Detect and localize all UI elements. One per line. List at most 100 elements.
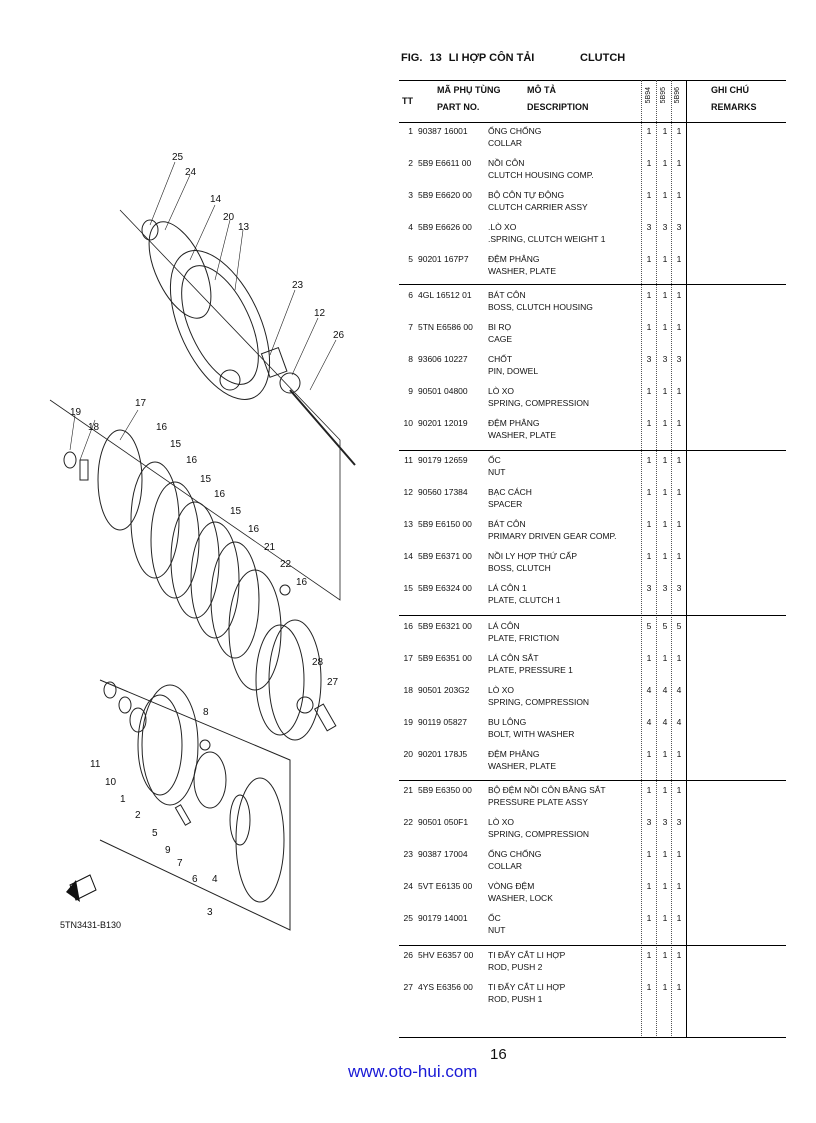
front-arrow-icon (66, 874, 97, 902)
part-number: 90179 12659 (418, 455, 468, 465)
part-number: 5B9 E6611 00 (418, 158, 472, 168)
header-model-3: 5B96 (674, 87, 681, 104)
part-number: 5TN E6586 00 (418, 322, 473, 332)
part-number: 5B9 E6324 00 (418, 583, 472, 593)
qty-model-1: 1 (646, 785, 652, 795)
description-vi: BẠC CÁCH (488, 487, 532, 497)
qty-model-3: 3 (676, 817, 682, 827)
callout-2: 2 (135, 810, 141, 821)
qty-model-3: 1 (676, 322, 682, 332)
qty-model-2: 1 (662, 386, 668, 396)
group-separator (399, 780, 786, 781)
description-vi: NỒI CÔN (488, 158, 525, 168)
description-vi: NỒI LY HỢP THỨ CẤP (488, 551, 578, 561)
header-tt: TT (402, 96, 413, 106)
qty-model-3: 1 (676, 487, 682, 497)
qty-model-2: 1 (662, 487, 668, 497)
qty-model-1: 3 (646, 817, 652, 827)
table-bottom-rule (399, 1037, 786, 1038)
item-number: 24 (403, 881, 413, 891)
exploded-parts-diagram: 25 24 14 20 13 23 12 26 17 19 18 16 15 1… (40, 140, 370, 940)
part-number: 90119 05827 (418, 717, 468, 727)
description-vi: VÒNG ĐỆM (488, 881, 535, 891)
qty-model-2: 1 (662, 322, 668, 332)
description-vi: TI ĐẨY CẮT LI HỢP (488, 982, 566, 992)
part-number: 5HV E6357 00 (418, 950, 474, 960)
column-divider (686, 80, 687, 1038)
qty-model-1: 3 (646, 222, 652, 232)
qty-model-3: 1 (676, 418, 682, 428)
item-number: 18 (403, 685, 413, 695)
item-number: 8 (408, 354, 413, 364)
part-number: 4GL 16512 01 (418, 290, 472, 300)
description-en: BOSS, CLUTCH HOUSING (488, 302, 593, 312)
qty-model-1: 1 (646, 551, 652, 561)
callout-15b: 15 (200, 474, 212, 485)
callout-16b: 16 (186, 455, 198, 466)
figure-title: FIG. 13 LI HỢP CÔN TẢI (401, 52, 538, 64)
qty-model-1: 1 (646, 849, 652, 859)
qty-model-2: 1 (662, 254, 668, 264)
description-vi: BÁT CÔN (488, 290, 526, 300)
qty-model-3: 1 (676, 126, 682, 136)
qty-model-3: 4 (676, 717, 682, 727)
callout-19: 19 (70, 407, 82, 418)
callout-9: 9 (165, 845, 171, 856)
qty-model-1: 1 (646, 913, 652, 923)
description-vi: ĐỆM PHẲNG (488, 418, 540, 428)
header-part-no-vi: MÃ PHỤ TÙNG (437, 85, 501, 95)
description-vi: ĐỆM PHẲNG (488, 749, 540, 759)
item-number: 2 (408, 158, 413, 168)
description-vi: ỐNG CHỐNG (488, 849, 542, 859)
part-number: 93606 10227 (418, 354, 468, 364)
qty-model-2: 1 (662, 950, 668, 960)
qty-model-2: 1 (662, 418, 668, 428)
item-number: 16 (403, 621, 413, 631)
qty-model-3: 1 (676, 913, 682, 923)
qty-model-1: 1 (646, 881, 652, 891)
callout-13: 13 (238, 222, 250, 233)
description-en: SPRING, COMPRESSION (488, 697, 590, 707)
description-vi: LÒ XO (488, 386, 514, 396)
callout-8: 8 (203, 707, 209, 718)
qty-model-2: 1 (662, 519, 668, 529)
callout-24: 24 (185, 167, 197, 178)
part-number: 90501 050F1 (418, 817, 469, 827)
description-en: WASHER, LOCK (488, 893, 553, 903)
callout-15c: 15 (230, 506, 242, 517)
qty-model-1: 1 (646, 455, 652, 465)
item-number: 7 (408, 322, 413, 332)
website-link[interactable]: www.oto-hui.com (348, 1062, 478, 1081)
qty-model-1: 5 (646, 621, 652, 631)
item-number: 4 (408, 222, 413, 232)
callout-12: 12 (314, 308, 326, 319)
part-number: 5B9 E6351 00 (418, 653, 472, 663)
callout-26: 26 (333, 330, 345, 341)
header-model-1: 5B94 (645, 87, 652, 104)
description-en: NUT (488, 467, 506, 477)
qty-model-3: 1 (676, 849, 682, 859)
qty-model-3: 3 (676, 222, 682, 232)
part-number: 5VT E6135 00 (418, 881, 473, 891)
callout-7: 7 (177, 858, 183, 869)
qty-model-1: 1 (646, 982, 652, 992)
part-number: 5B9 E6350 00 (418, 785, 472, 795)
description-vi: TI ĐẨY CẮT LI HỢP (488, 950, 566, 960)
item-number: 9 (408, 386, 413, 396)
qty-model-3: 1 (676, 455, 682, 465)
part-number: 4YS E6356 00 (418, 982, 473, 992)
qty-model-3: 1 (676, 254, 682, 264)
fig-title-en: CLUTCH (580, 52, 626, 64)
qty-model-2: 1 (662, 849, 668, 859)
callout-25: 25 (172, 152, 184, 163)
